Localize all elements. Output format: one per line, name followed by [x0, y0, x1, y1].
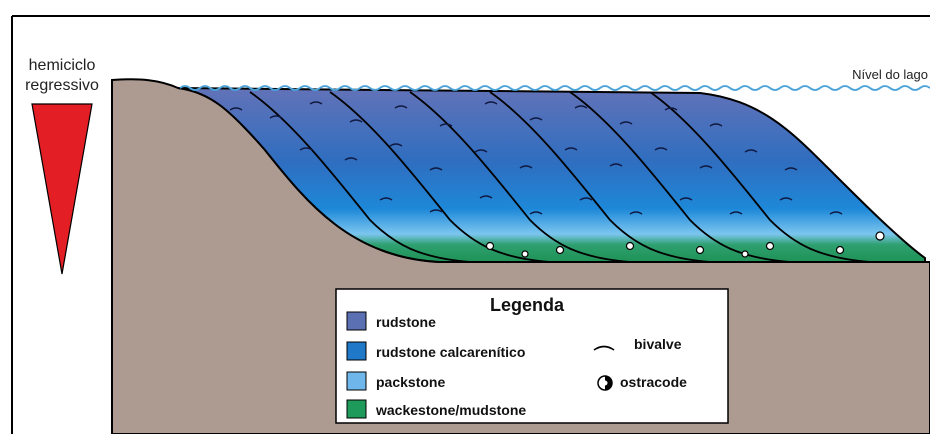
water-level-label: Nível do lago — [852, 67, 928, 82]
legend-label-rudstone: rudstone — [376, 314, 436, 330]
legend-label-rudstone-calcarenitico: rudstone calcarenítico — [376, 344, 525, 360]
legend-label-packstone: packstone — [376, 374, 445, 390]
legend-label-bivalve: bivalve — [634, 336, 682, 352]
indicator-label-line2: regressivo — [25, 77, 99, 94]
legend-swatch-wackestone-mudstone — [347, 400, 366, 418]
regressive-triangle — [32, 104, 92, 274]
legend-title: Legenda — [490, 295, 565, 315]
legend-swatch-packstone — [347, 372, 366, 390]
legend-label-wackestone-mudstone: wackestone/mudstone — [375, 402, 526, 418]
legend-swatch-rudstone — [347, 312, 366, 330]
legend: Legenda rudstone rudstone calcarenítico … — [336, 289, 728, 423]
ostracode-icon — [598, 376, 612, 390]
indicator-label-line1: hemiciclo — [29, 57, 96, 74]
water-level-line — [180, 86, 930, 90]
legend-label-ostracode: ostracode — [620, 374, 687, 390]
legend-swatch-rudstone-calcarenitico — [347, 342, 366, 360]
